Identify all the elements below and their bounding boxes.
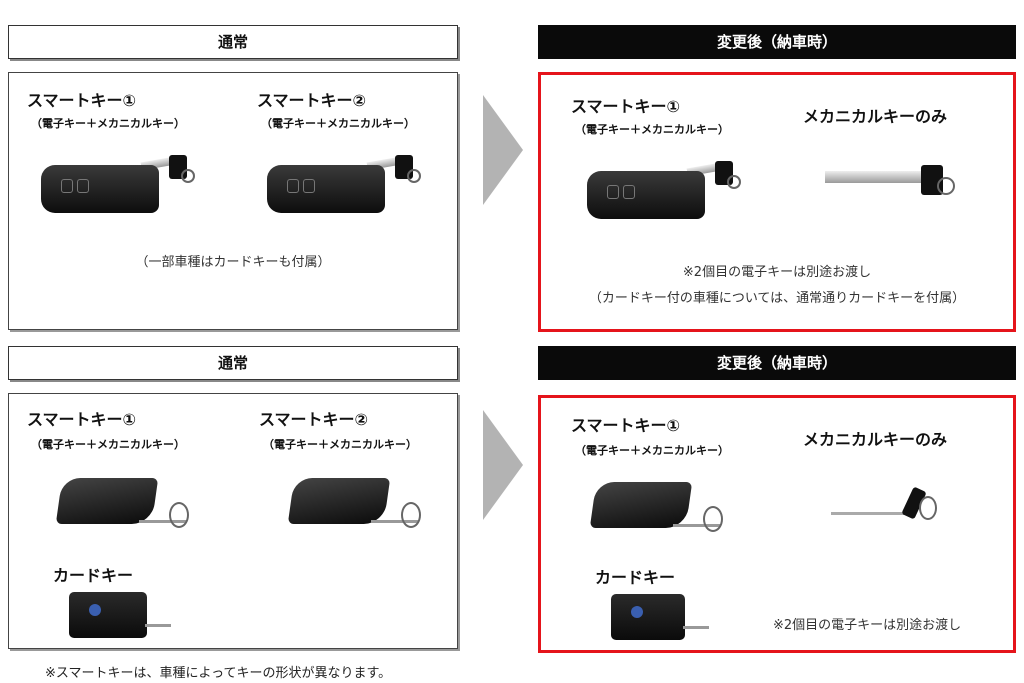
second-key-note: ※2個目の電子キーは別途お渡し [682, 265, 872, 280]
after-panel-2: スマートキー① （電子キー＋メカニカルキー） メカニカルキーのみ カードキー ※… [538, 395, 1016, 653]
arrow-right-icon [483, 410, 523, 520]
card-key-note: （一部車種はカードキーも付属） [135, 255, 331, 270]
second-key-note: ※2個目の電子キーは別途お渡し [773, 618, 962, 633]
smart-key-1-subtitle: （電子キー＋メカニカルキー） [575, 123, 729, 136]
footnote: ※スマートキーは、車種によってキーの形状が異なります。 [45, 666, 392, 681]
card-key-image [69, 592, 179, 640]
smart-key-1-title: スマートキー① [27, 410, 137, 429]
after-header-2: 変更後（納車時） [538, 346, 1016, 380]
before-header-2: 通常 [8, 346, 458, 380]
smart-key-1-title: スマートキー① [571, 416, 681, 435]
mechanical-key-only-title: メカニカルキーのみ [803, 430, 948, 449]
card-key-label: カードキー [53, 566, 134, 585]
card-key-image [611, 594, 721, 642]
smart-key-1-subtitle: （電子キー＋メカニカルキー） [575, 444, 729, 457]
smart-key-2-title: スマートキー② [257, 91, 367, 110]
smart-key-2-subtitle: （電子キー＋メカニカルキー） [261, 117, 415, 130]
smart-key-2-subtitle: （電子キー＋メカニカルキー） [263, 438, 417, 451]
before-panel-2: スマートキー① （電子キー＋メカニカルキー） スマートキー② （電子キー＋メカニ… [8, 393, 458, 649]
smart-key-1-image [41, 151, 201, 213]
smart-key-1-title: スマートキー① [27, 91, 137, 110]
arrow-right-icon [483, 95, 523, 205]
smart-key-1-title: スマートキー① [571, 97, 681, 116]
smart-key-1-image [55, 478, 199, 538]
before-header-1: 通常 [8, 25, 458, 59]
mechanical-key-image [825, 165, 975, 205]
mechanical-key-only-title: メカニカルキーのみ [803, 107, 948, 126]
smart-key-1-image [589, 482, 733, 542]
after-header-1: 変更後（納車時） [538, 25, 1016, 59]
smart-key-1-subtitle: （電子キー＋メカニカルキー） [31, 117, 185, 130]
smart-key-1-subtitle: （電子キー＋メカニカルキー） [31, 438, 185, 451]
card-key-label: カードキー [595, 568, 676, 587]
smart-key-2-image [267, 151, 427, 213]
smart-key-2-title: スマートキー② [259, 410, 369, 429]
smart-key-2-image [287, 478, 431, 538]
before-panel-1: スマートキー① （電子キー＋メカニカルキー） スマートキー② （電子キー＋メカニ… [8, 72, 458, 330]
mechanical-key-image [831, 476, 961, 526]
smart-key-1-image [587, 157, 747, 219]
card-key-note: （カードキー付の車種については、通常通りカードキーを付属） [588, 291, 966, 306]
after-panel-1: スマートキー① （電子キー＋メカニカルキー） メカニカルキーのみ ※2個目の電子… [538, 72, 1016, 332]
